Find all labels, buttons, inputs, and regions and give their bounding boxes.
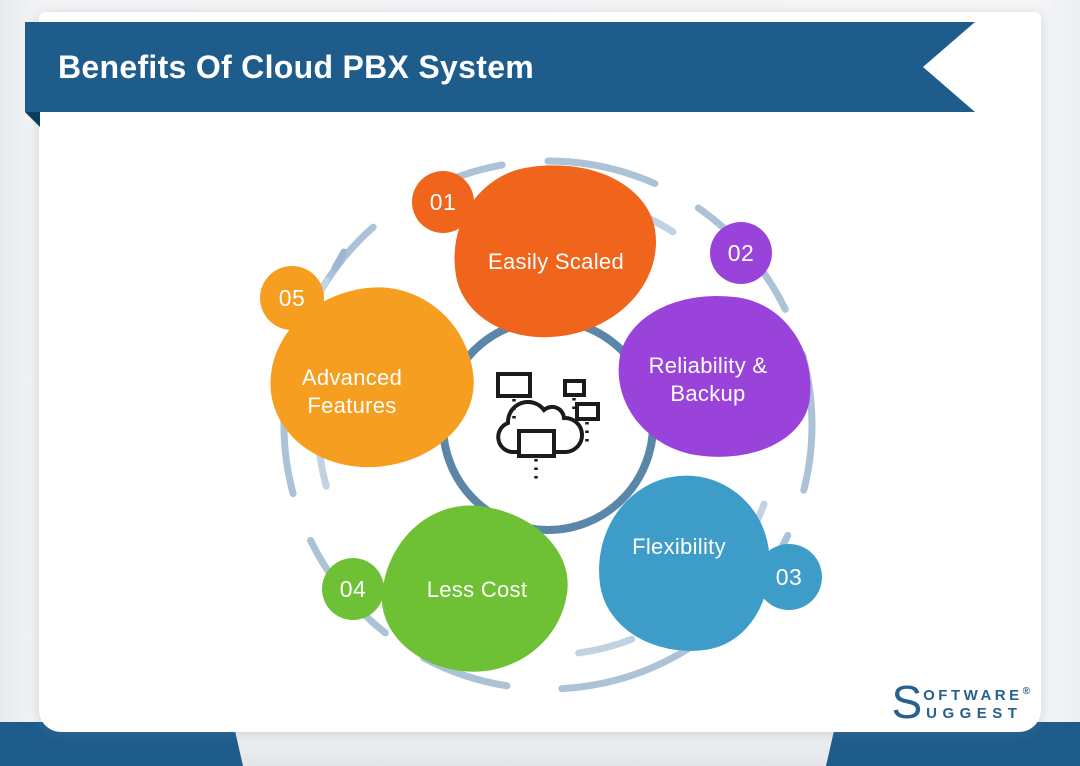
page-title: Benefits Of Cloud PBX System bbox=[58, 48, 535, 85]
brand-logo: S oftware® uggest bbox=[891, 676, 1030, 728]
badge-number: 01 bbox=[429, 188, 457, 215]
ribbon-fold bbox=[25, 112, 40, 127]
brand-line1: oftware bbox=[923, 687, 1023, 704]
label-flexibility: Flexibility bbox=[632, 534, 726, 559]
label-reliability-backup: Reliability & Backup bbox=[648, 353, 768, 407]
badge-number: 03 bbox=[775, 563, 803, 590]
badge-02: 02 bbox=[710, 222, 772, 284]
brand-line2: uggest bbox=[926, 705, 1023, 722]
badge-number: 02 bbox=[727, 239, 755, 266]
label-less-cost: Less Cost bbox=[426, 577, 528, 602]
label-advanced-features: Advanced Features bbox=[301, 365, 403, 419]
badge-04: 04 bbox=[322, 558, 384, 620]
cloud-network-icon bbox=[496, 372, 600, 480]
brand-initial: S bbox=[891, 676, 923, 728]
registered-mark: ® bbox=[1022, 686, 1030, 697]
label-easily-scaled: Easily Scaled bbox=[488, 249, 624, 274]
title-ribbon: Benefits Of Cloud PBX System bbox=[25, 22, 975, 112]
badge-number: 05 bbox=[278, 284, 306, 311]
badge-number: 04 bbox=[339, 575, 367, 602]
